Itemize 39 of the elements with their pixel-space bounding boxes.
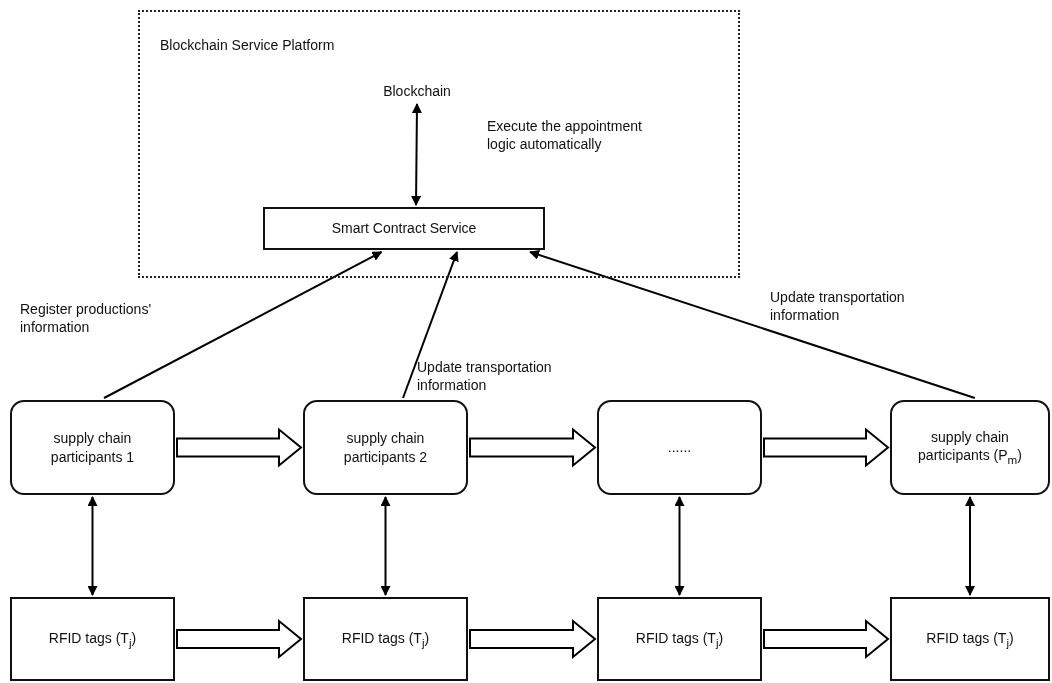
box-text: ......: [667, 438, 692, 457]
participant-box: [10, 400, 175, 495]
box-text: supply chain participants 1: [49, 429, 136, 466]
double-arrow: [411, 103, 422, 206]
process-box: [303, 597, 468, 681]
edge-label: Register productions' information: [20, 300, 153, 337]
block-arrow: [469, 618, 597, 660]
double-arrow: [965, 496, 975, 596]
arrow: [103, 251, 383, 399]
double-arrow: [380, 496, 391, 596]
block-arrow: [176, 618, 303, 660]
box-text: RFID tags (T$_{j}$): [341, 628, 430, 650]
edge-label: Update transportation information: [417, 358, 553, 395]
box-text: RFID tags (T$_{j}$): [48, 628, 137, 650]
arrow: [402, 251, 459, 399]
box-text: RFID tags (T$_{j}$): [926, 628, 1014, 650]
box-text: RFID tags (T$_{j}$): [635, 628, 724, 650]
note-text: Execute the appointment logic automatically: [487, 117, 643, 154]
box-text: supply chain participants 2: [342, 429, 429, 466]
process-box: [10, 597, 175, 681]
participant-box: [303, 400, 468, 495]
process-box: [890, 597, 1050, 681]
double-arrow: [87, 496, 98, 596]
edge-label: Update transportation information: [770, 288, 906, 325]
box-text: supply chain participants (P$_{m}$): [917, 427, 1023, 468]
panel-title: Blockchain Service Platform: [160, 36, 335, 55]
block-arrow: [763, 427, 890, 468]
box-text: Smart Contract Service: [331, 219, 477, 238]
participant-box: [890, 400, 1050, 495]
block-arrow: [469, 427, 597, 468]
participant-box: [597, 400, 762, 495]
process-box: [263, 207, 545, 250]
double-arrow: [674, 496, 685, 596]
block-arrow: [763, 618, 890, 660]
arrow: [529, 250, 976, 399]
process-box: [597, 597, 762, 681]
node-label: Blockchain: [383, 81, 451, 101]
block-arrow: [176, 427, 303, 468]
platform-panel: [138, 10, 740, 278]
